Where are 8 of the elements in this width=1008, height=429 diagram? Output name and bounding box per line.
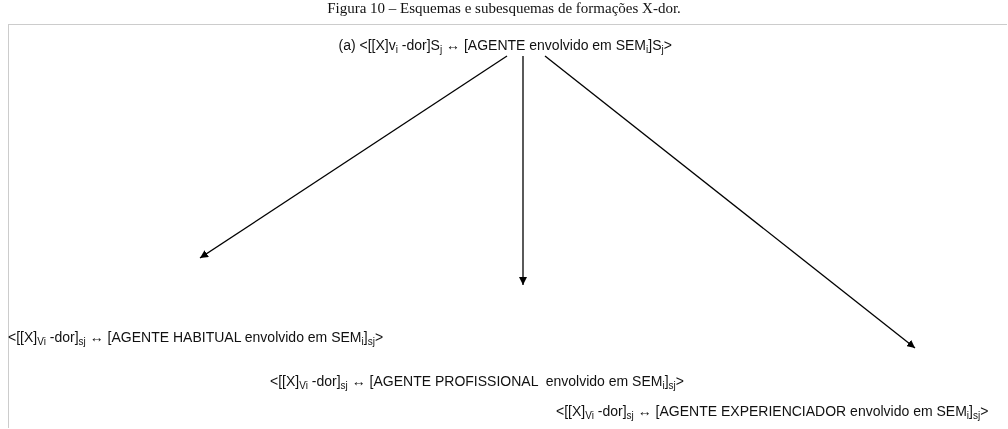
- schema-text: (a) <[[X]v$_{i}$ -dor]S$_{j}$ ↔ [AGENTE envolvido em SEM$_{i}$]S$_{j}$>: [338, 36, 672, 54]
- schema-text: <[[X]$_{Vi}$ -dor]$_{sj}$ ↔ [AGENTE EXPERIENCIADOR envolvido em SEM$_{i}$]$_{sj}$>: [556, 402, 989, 420]
- figure-title: Figura 10 – Esquemas e subesquemas de formações X-dor.: [326, 0, 682, 17]
- schema-text: <[[X]$_{Vi}$ -dor]$_{sj}$ ↔ [AGENTE PROFISSIONAL envolvido em SEM$_{i}$]$_{sj}$>: [270, 372, 684, 390]
- schema-text: <[[X]$_{Vi}$ -dor]$_{sj}$ ↔ [AGENTE HABITUAL envolvido em SEM$_{i}$]$_{sj}$>: [8, 328, 384, 346]
- arrow: [519, 55, 527, 286]
- arrow: [544, 55, 916, 349]
- arrow: [199, 55, 508, 259]
